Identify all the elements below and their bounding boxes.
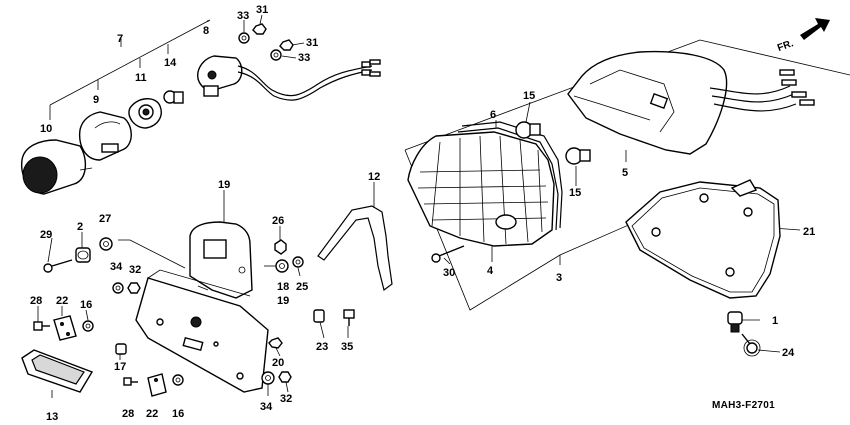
callout-33b: 33 bbox=[298, 52, 310, 64]
callout-7: 7 bbox=[117, 33, 123, 45]
callout-labels: 7 8 33 31 31 33 11 14 9 10 6 15 15 5 12 … bbox=[30, 4, 815, 423]
callout-2: 2 bbox=[77, 221, 83, 233]
part-21-plate bbox=[625, 179, 781, 299]
part-5-tail-housing bbox=[567, 50, 815, 155]
callout-3: 3 bbox=[556, 272, 562, 284]
callout-13: 13 bbox=[46, 411, 58, 423]
callout-4: 4 bbox=[487, 265, 494, 277]
parts-31-33-nuts bbox=[238, 23, 294, 61]
callout-22b: 22 bbox=[146, 408, 158, 420]
callout-25: 25 bbox=[296, 281, 308, 293]
part-15-bulbs bbox=[515, 121, 591, 165]
part-14-bulb bbox=[163, 90, 184, 104]
part-19-license-bracket bbox=[135, 221, 269, 393]
callout-24: 24 bbox=[782, 347, 795, 359]
callout-31: 31 bbox=[256, 4, 268, 16]
callout-14: 14 bbox=[164, 57, 177, 69]
part-4-tail-lens bbox=[407, 131, 555, 247]
callout-5: 5 bbox=[622, 167, 628, 179]
part-10-lens-cap bbox=[21, 139, 93, 195]
front-label: FR. bbox=[776, 38, 795, 54]
callout-16a: 16 bbox=[80, 299, 92, 311]
callout-23: 23 bbox=[316, 341, 328, 353]
part-9-housing bbox=[78, 111, 132, 161]
callout-19a: 19 bbox=[218, 179, 230, 191]
callout-31b: 31 bbox=[306, 37, 318, 49]
part-6-gasket bbox=[457, 121, 563, 231]
parts-1-24 bbox=[727, 311, 761, 357]
callout-22a: 22 bbox=[56, 295, 68, 307]
callout-28a: 28 bbox=[30, 295, 42, 307]
callout-15b: 15 bbox=[569, 187, 581, 199]
callout-29: 29 bbox=[40, 229, 52, 241]
callout-8: 8 bbox=[203, 25, 209, 37]
callout-19b: 19 bbox=[277, 295, 289, 307]
callout-leaders bbox=[37, 14, 781, 398]
callout-12: 12 bbox=[368, 171, 380, 183]
parts-18-25-26 bbox=[274, 239, 304, 273]
callout-6: 6 bbox=[490, 109, 496, 121]
callout-1: 1 bbox=[772, 315, 778, 327]
part-12-wire-stay bbox=[317, 205, 393, 292]
callout-30: 30 bbox=[443, 267, 455, 279]
part-8-socket bbox=[197, 55, 381, 101]
callout-15a: 15 bbox=[523, 90, 535, 102]
callout-16b: 16 bbox=[172, 408, 184, 420]
left-fasteners bbox=[33, 237, 184, 397]
callout-18: 18 bbox=[277, 281, 289, 293]
callout-32a: 32 bbox=[129, 264, 141, 276]
callout-10: 10 bbox=[40, 123, 52, 135]
callout-9: 9 bbox=[93, 94, 99, 106]
parts-23-35 bbox=[313, 309, 355, 326]
callout-35: 35 bbox=[341, 341, 353, 353]
callout-34a: 34 bbox=[110, 261, 123, 273]
parts-20-32-34 bbox=[261, 337, 292, 385]
callout-28b: 28 bbox=[122, 408, 134, 420]
callout-34b: 34 bbox=[260, 401, 273, 413]
callout-32b: 32 bbox=[280, 393, 292, 405]
callout-33: 33 bbox=[237, 10, 249, 22]
part-11-socket-ring bbox=[128, 98, 162, 129]
callout-27: 27 bbox=[99, 213, 111, 225]
part-30-screw bbox=[431, 245, 465, 263]
callout-17: 17 bbox=[114, 361, 126, 373]
front-arrow-icon bbox=[800, 18, 830, 40]
part-13-reflector bbox=[21, 349, 94, 393]
diagram-code: MAH3-F2701 bbox=[712, 400, 775, 411]
callout-20: 20 bbox=[272, 357, 284, 369]
callout-11: 11 bbox=[135, 72, 147, 84]
callout-21: 21 bbox=[803, 226, 815, 238]
front-direction-indicator: FR. bbox=[776, 18, 830, 54]
callout-26: 26 bbox=[272, 215, 284, 227]
